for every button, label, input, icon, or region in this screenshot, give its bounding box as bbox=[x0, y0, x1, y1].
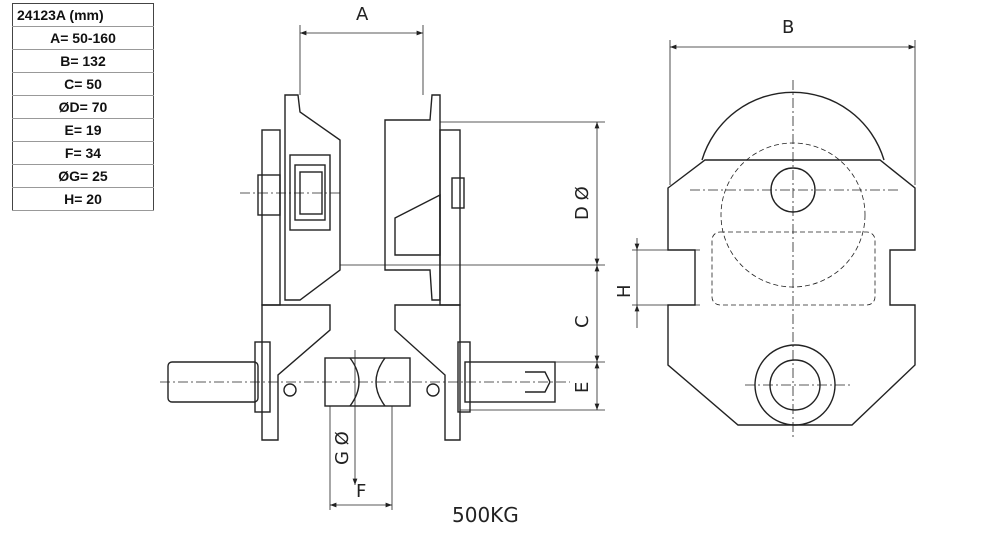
side-view: A bbox=[160, 4, 605, 510]
spec-row: ØD= 70 bbox=[12, 95, 154, 119]
dimension-d-label: D Ø bbox=[572, 186, 593, 220]
spec-header: 24123A (mm) bbox=[12, 3, 154, 27]
spec-row: C= 50 bbox=[12, 72, 154, 96]
spec-row: A= 50-160 bbox=[12, 26, 154, 50]
dimension-c-label: C bbox=[572, 315, 593, 328]
spec-table: 24123A (mm) A= 50-160 B= 132 C= 50 ØD= 7… bbox=[12, 3, 154, 211]
front-view: B H bbox=[614, 17, 916, 440]
spec-row: ØG= 25 bbox=[12, 164, 154, 188]
dimension-b-label: B bbox=[782, 17, 794, 38]
load-capacity-caption: 500KG bbox=[452, 503, 519, 527]
dimension-e-label: E bbox=[572, 382, 593, 393]
dimension-a-label: A bbox=[356, 4, 369, 25]
spec-row: H= 20 bbox=[12, 187, 154, 211]
spec-row: F= 34 bbox=[12, 141, 154, 165]
spec-row: E= 19 bbox=[12, 118, 154, 142]
dimension-h-label: H bbox=[614, 284, 635, 298]
dimension-f-label: F bbox=[356, 481, 366, 502]
dimension-g-label: G Ø bbox=[332, 431, 353, 465]
spec-row: B= 132 bbox=[12, 49, 154, 73]
